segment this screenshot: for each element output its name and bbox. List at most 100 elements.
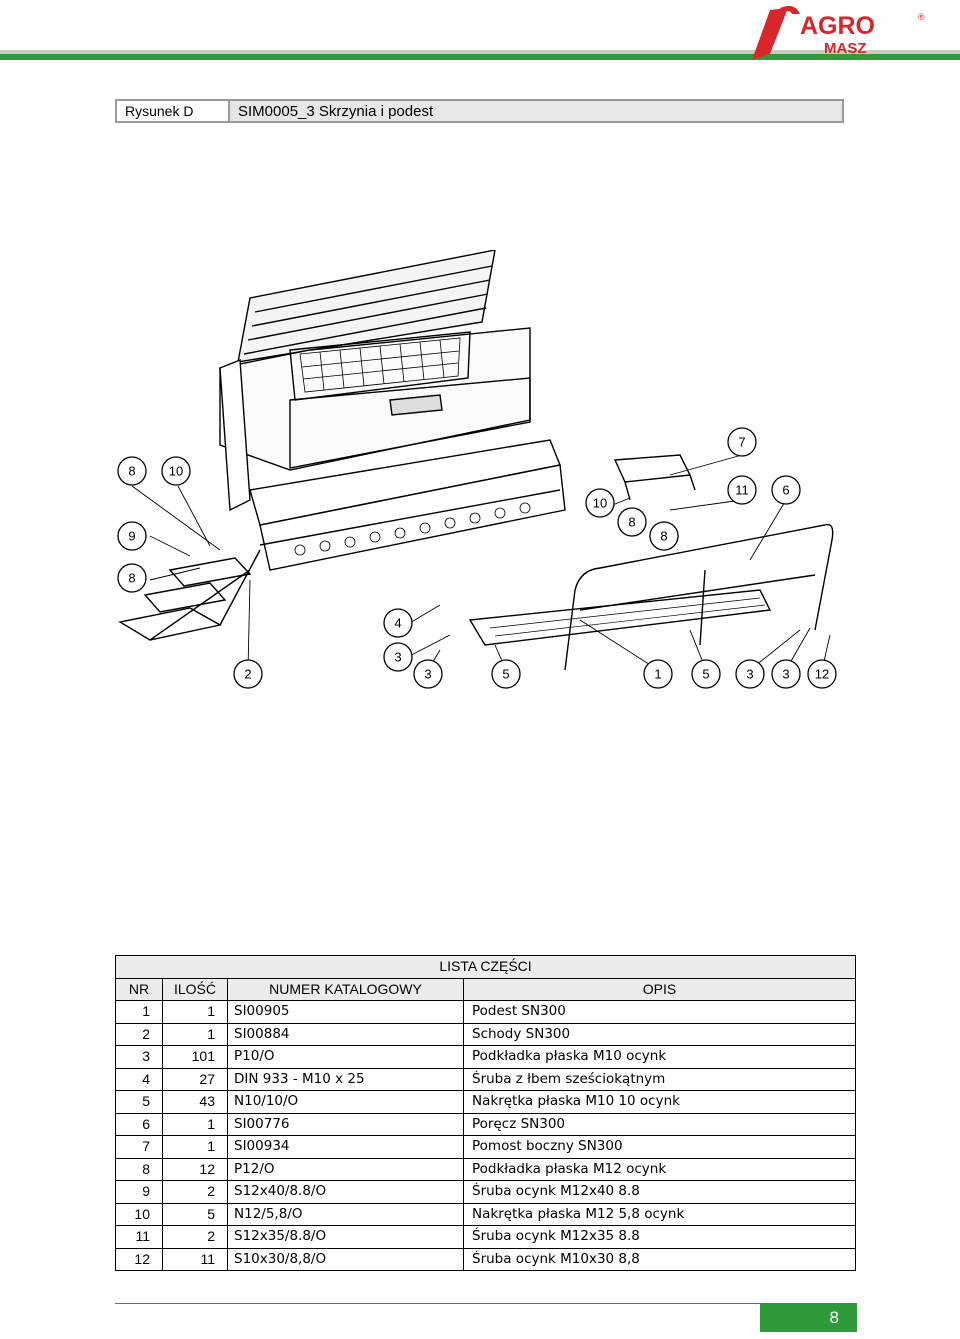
svg-text:12: 12 <box>815 667 829 682</box>
cell-catalog: P10/O <box>227 1045 464 1069</box>
cell-desc: Poręcz SN300 <box>462 1112 857 1136</box>
cell-qty: 2 <box>162 1180 228 1204</box>
logo-text-top: AGRO <box>800 12 875 40</box>
col-header-catalog: NUMER KATALOGOWY <box>227 977 464 1001</box>
svg-text:5: 5 <box>702 667 709 682</box>
cell-nr: 11 <box>115 1225 163 1249</box>
cell-nr: 3 <box>115 1045 163 1069</box>
svg-text:9: 9 <box>128 529 135 544</box>
cell-catalog: SI00934 <box>227 1135 464 1159</box>
cell-catalog: S10x30/8,8/O <box>227 1247 464 1271</box>
callout-9: 9 <box>117 521 147 551</box>
cell-catalog: SI00884 <box>227 1022 464 1046</box>
callout-10: 10 <box>161 456 191 486</box>
cell-nr: 5 <box>115 1090 163 1114</box>
svg-text:8: 8 <box>128 571 135 586</box>
cell-catalog: SI00776 <box>227 1112 464 1136</box>
cell-nr: 4 <box>115 1067 163 1091</box>
callout-3: 3 <box>383 642 413 672</box>
callout-3: 3 <box>735 659 765 689</box>
agromasz-logo: AGRO MASZ ® <box>740 4 940 62</box>
logo-text-bottom: MASZ <box>824 40 867 57</box>
cell-desc: Śruba ocynk M12x40 8.8 <box>462 1180 857 1204</box>
callout-5: 5 <box>691 659 721 689</box>
cell-catalog: SI00905 <box>227 1000 464 1024</box>
cell-qty: 27 <box>162 1067 228 1091</box>
callout-3: 3 <box>413 659 443 689</box>
cell-desc: Podkładka płaska M10 ocynk <box>462 1045 857 1069</box>
figure-title-bar: Rysunek D SIM0005_3 Skrzynia i podest <box>115 99 844 123</box>
svg-text:3: 3 <box>424 667 431 682</box>
header-rule-gray <box>0 50 960 54</box>
callout-8: 8 <box>649 521 679 551</box>
cell-desc: Nakrętka płaska M12 5,8 ocynk <box>462 1202 857 1226</box>
cell-desc: Pomost boczny SN300 <box>462 1135 857 1159</box>
cell-qty: 1 <box>162 1022 228 1046</box>
cell-desc: Śruba z łbem sześciokątnym <box>462 1067 857 1091</box>
cell-desc: Podest SN300 <box>462 1000 857 1024</box>
cell-catalog: S12x40/8.8/O <box>227 1180 464 1204</box>
cell-catalog: N10/10/O <box>227 1090 464 1114</box>
svg-text:3: 3 <box>782 667 789 682</box>
callout-2: 2 <box>233 659 263 689</box>
exploded-view-drawing: 8 10 9 8 7 10 11 6 8 8 4 3 2 3 5 1 5 3 3… <box>117 250 837 689</box>
cell-desc: Śruba ocynk M10x30 8,8 <box>462 1247 857 1271</box>
svg-text:7: 7 <box>738 435 745 450</box>
callout-8: 8 <box>617 507 647 537</box>
callout-12: 12 <box>807 659 837 689</box>
parts-list-caption: LISTA CZĘŚCI <box>114 955 857 979</box>
svg-text:8: 8 <box>128 464 135 479</box>
cell-qty: 1 <box>162 1000 228 1024</box>
cell-nr: 9 <box>115 1180 163 1204</box>
col-header-qty: ILOŚĆ <box>162 977 228 1001</box>
callout-3: 3 <box>771 659 801 689</box>
callout-8: 8 <box>117 563 147 593</box>
svg-text:10: 10 <box>593 496 607 511</box>
callout-8: 8 <box>117 456 147 486</box>
cell-catalog: S12x35/8.8/O <box>227 1225 464 1249</box>
cell-nr: 7 <box>115 1135 163 1159</box>
cell-nr: 12 <box>115 1247 163 1271</box>
callout-4: 4 <box>383 608 413 638</box>
cell-nr: 1 <box>115 1000 163 1024</box>
callout-group: 8 10 9 8 7 10 11 6 8 8 4 3 2 3 5 1 5 3 3… <box>117 427 837 689</box>
svg-text:2: 2 <box>244 667 251 682</box>
svg-text:3: 3 <box>394 650 401 665</box>
callout-5: 5 <box>491 659 521 689</box>
cell-nr: 6 <box>115 1112 163 1136</box>
logo-registered-mark: ® <box>918 12 925 22</box>
footer-rule <box>115 1303 760 1304</box>
cell-desc: Schody SN300 <box>462 1022 857 1046</box>
svg-text:10: 10 <box>169 464 183 479</box>
cell-desc: Śruba ocynk M12x35 8.8 <box>462 1225 857 1249</box>
cell-qty: 101 <box>162 1045 228 1069</box>
cell-catalog: DIN 933 - M10 x 25 <box>227 1067 464 1091</box>
cell-desc: Nakrętka płaska M10 10 ocynk <box>462 1090 857 1114</box>
cell-qty: 11 <box>162 1247 228 1271</box>
figure-label: Rysunek D <box>117 101 230 121</box>
parts-list-table: LISTA CZĘŚCI NR ILOŚĆ NUMER KATALOGOWY O… <box>114 955 857 1271</box>
callout-10: 10 <box>585 488 615 518</box>
svg-text:6: 6 <box>782 483 789 498</box>
col-header-nr: NR <box>115 977 163 1001</box>
cell-nr: 8 <box>115 1157 163 1181</box>
svg-text:5: 5 <box>502 667 509 682</box>
cell-desc: Podkładka płaska M12 ocynk <box>462 1157 857 1181</box>
svg-text:8: 8 <box>660 529 667 544</box>
page-number: 8 <box>760 1303 857 1332</box>
callout-11: 11 <box>727 475 757 505</box>
header-rule-green <box>0 54 960 60</box>
callout-6: 6 <box>771 475 801 505</box>
cell-qty: 12 <box>162 1157 228 1181</box>
cell-catalog: N12/5,8/O <box>227 1202 464 1226</box>
